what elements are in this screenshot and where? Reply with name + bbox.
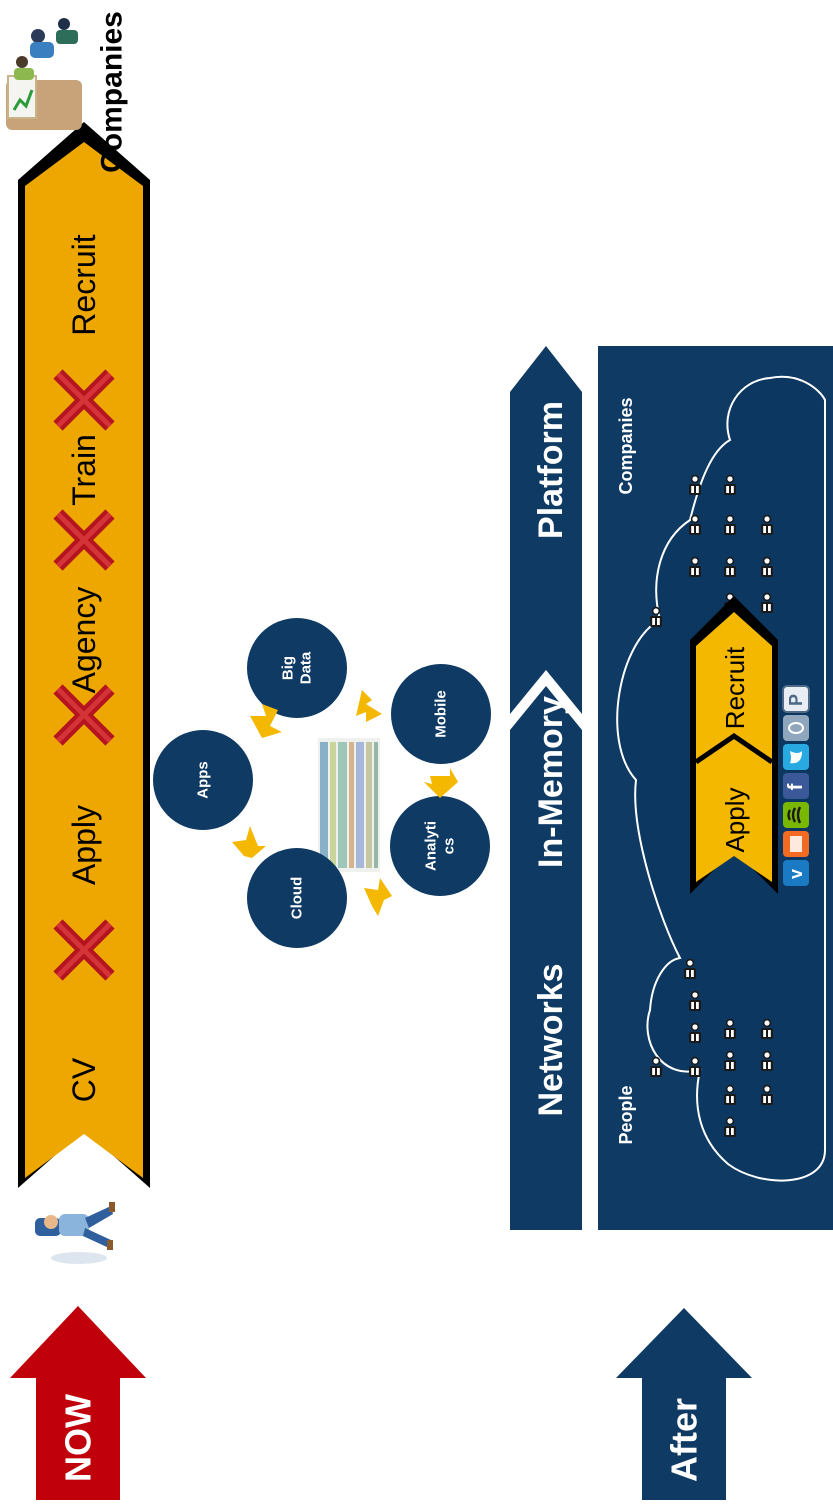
now-process-bar <box>18 122 150 1188</box>
svg-text:cs: cs <box>441 838 458 855</box>
cycle-arrow-5 <box>364 878 392 916</box>
twitter-icon <box>783 744 809 770</box>
spotify-icon <box>783 802 809 828</box>
svg-text:Data: Data <box>298 651 315 684</box>
svg-text:f: f <box>785 783 807 790</box>
people-label: People <box>616 1085 636 1144</box>
after-layer-networks: Networks <box>510 686 582 1230</box>
cycle-arrows <box>232 690 458 916</box>
svg-text:Analyti: Analyti <box>423 821 440 871</box>
after-process-bar <box>690 596 778 894</box>
svg-text:P: P <box>786 694 806 706</box>
now-destination-label: Companies <box>96 11 129 173</box>
svg-text:Cloud: Cloud <box>289 877 306 920</box>
hub-node-mobile: Mobile <box>391 664 491 764</box>
companies-illustration <box>6 18 82 130</box>
hub-node-cloud: Cloud <box>247 848 347 948</box>
svg-text:v: v <box>786 869 806 879</box>
now-step-cv: CV <box>66 1057 102 1102</box>
after-step-apply: Apply <box>720 787 750 852</box>
svg-text:Platform: Platform <box>532 401 570 539</box>
cycle-arrow-4 <box>424 768 458 798</box>
cycle-arrow-1 <box>232 826 266 858</box>
hub-node-big-data: Big Data <box>247 618 347 718</box>
companies-label: Companies <box>616 397 636 494</box>
person-illustration <box>35 1202 115 1264</box>
after-label: After <box>664 1398 705 1482</box>
after-step-recruit: Recruit <box>720 646 750 729</box>
svg-text:Big: Big <box>280 656 297 680</box>
svg-text:Apps: Apps <box>195 761 212 799</box>
facebook-icon: f <box>783 773 809 799</box>
svg-text:In-Memory: In-Memory <box>532 696 570 868</box>
cycle-arrow-3 <box>356 690 382 722</box>
hub-center-collage <box>318 738 380 872</box>
now-label: NOW <box>58 1394 99 1482</box>
vimeo-icon: v <box>783 860 809 886</box>
svg-text:Mobile: Mobile <box>433 690 450 738</box>
hub-node-apps: Apps <box>153 730 253 830</box>
now-step-train: Train <box>66 434 102 506</box>
social-icons: v f P <box>782 685 810 886</box>
now-arrow: NOW <box>10 1306 146 1500</box>
svg-text:Networks: Networks <box>532 963 570 1116</box>
soundcloud-icon <box>783 831 809 857</box>
now-step-recruit: Recruit <box>66 234 102 335</box>
delicious-icon <box>783 715 809 741</box>
after-layer-platform: Platform <box>510 346 582 622</box>
now-step-agency: Agency <box>66 587 102 694</box>
now-step-apply: Apply <box>66 805 102 885</box>
pinterest-icon: P <box>782 685 810 713</box>
cycle-arrow-2 <box>250 704 282 738</box>
after-arrow: After <box>616 1308 752 1500</box>
hub-node-analytics: Analyti cs <box>390 796 490 896</box>
